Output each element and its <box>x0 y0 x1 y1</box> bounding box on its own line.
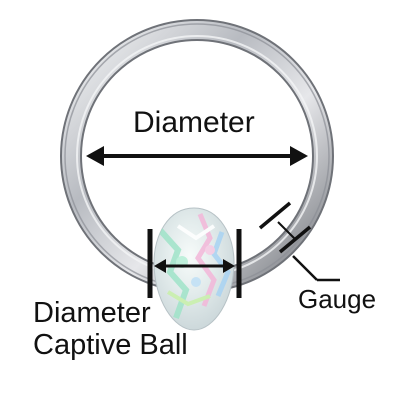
diameter-arrow-icon <box>86 146 308 166</box>
diameter-label: Diameter <box>133 106 255 139</box>
gauge-label: Gauge <box>298 284 377 314</box>
ball-diameter-marker-icon <box>147 229 242 298</box>
gauge-marker-icon <box>258 201 340 282</box>
opal-ball-icon <box>153 207 235 331</box>
captive-ball-diameter-label: Diameter Captive Ball <box>33 297 188 361</box>
captive-ball-label-line-1: Diameter <box>33 297 151 329</box>
captive-ball-label-line-2: Captive Ball <box>33 329 188 361</box>
